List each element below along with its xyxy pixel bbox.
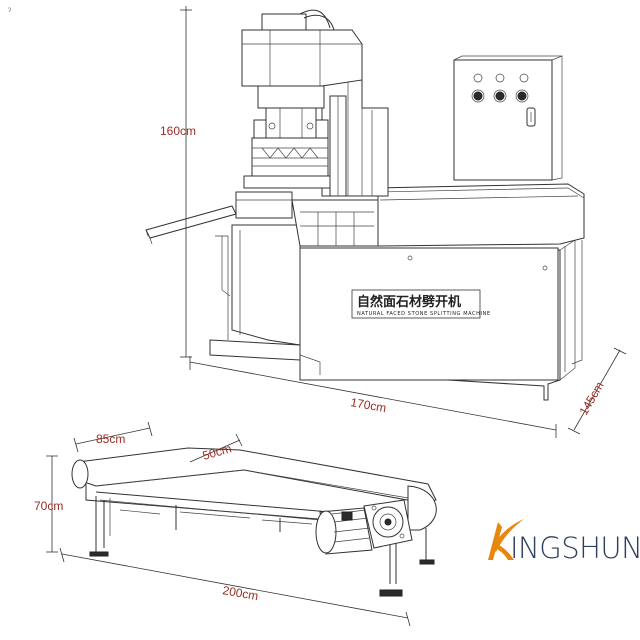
conveyor-height-dimension: 70cm	[34, 455, 63, 553]
machine-height-label: 160cm	[160, 124, 196, 138]
belt-conveyor	[71, 447, 437, 597]
machine-name-cn: 自然面石材劈开机	[357, 294, 461, 310]
brand-name: INGSHUN	[510, 531, 640, 565]
machine-name-en: NATURAL FACED STONE SPLITTING MACHINE	[357, 311, 491, 317]
control-box	[453, 55, 563, 181]
machine-depth-dimension: 145cm	[567, 347, 627, 435]
control-button-3	[517, 91, 527, 101]
conveyor-length-label: 200cm	[221, 583, 259, 603]
machine-height-dimension: 160cm	[160, 6, 196, 358]
conveyor-length-dimension: 200cm	[59, 547, 411, 627]
conveyor-motor	[315, 507, 373, 555]
control-button-1	[473, 91, 483, 101]
machine-length-dimension: 170cm	[189, 356, 557, 438]
k-swoosh-logo-icon	[488, 519, 524, 560]
brand-logo: INGSHUN	[488, 519, 640, 565]
machine-depth-label: 145cm	[576, 379, 606, 417]
indicator-light-2	[495, 73, 505, 83]
conveyor-segment-label: 85cm	[96, 432, 125, 446]
conveyor-height-label: 70cm	[34, 499, 63, 513]
splitting-machine: 自然面石材劈开机 NATURAL FACED STONE SPLITTING M…	[145, 9, 585, 401]
machine-name-plate: 自然面石材劈开机 NATURAL FACED STONE SPLITTING M…	[351, 289, 491, 319]
machine-length-label: 170cm	[349, 395, 387, 415]
indicator-light-3	[519, 73, 529, 83]
control-button-2	[495, 91, 505, 101]
corner-mark: ˀ	[8, 6, 11, 16]
conveyor-segment-dimension: 85cm	[73, 421, 153, 453]
conveyor-gearbox	[363, 499, 413, 549]
indicator-light-1	[473, 73, 483, 83]
